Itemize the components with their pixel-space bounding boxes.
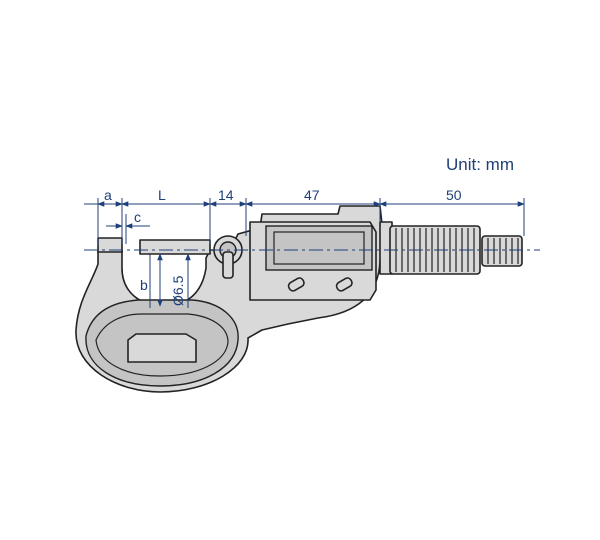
- dim-label-b: b: [140, 277, 148, 293]
- spindle: [139, 239, 211, 255]
- dimension-lines: [84, 198, 525, 308]
- dim-label-c: c: [134, 209, 141, 225]
- frame-inner-handle-inset: [95, 313, 229, 377]
- dim-label-a: a: [104, 187, 112, 203]
- lock-lever-handle: [222, 251, 234, 279]
- dim-label-diameter: Ø6.5: [170, 275, 186, 306]
- ratchet-stop: [481, 235, 523, 267]
- lcd-display-inner: [273, 231, 365, 265]
- function-button-right: [335, 277, 353, 292]
- handle-center-plate: [127, 333, 197, 363]
- unit-label: Unit: mm: [446, 155, 514, 174]
- dim-label-14: 14: [218, 187, 234, 203]
- dim-label-50: 50: [446, 187, 462, 203]
- function-button-left: [287, 277, 305, 292]
- micrometer-outline: [75, 205, 523, 393]
- lcd-display: [265, 225, 373, 271]
- dim-label-47: 47: [304, 187, 320, 203]
- dim-label-L: L: [158, 187, 166, 203]
